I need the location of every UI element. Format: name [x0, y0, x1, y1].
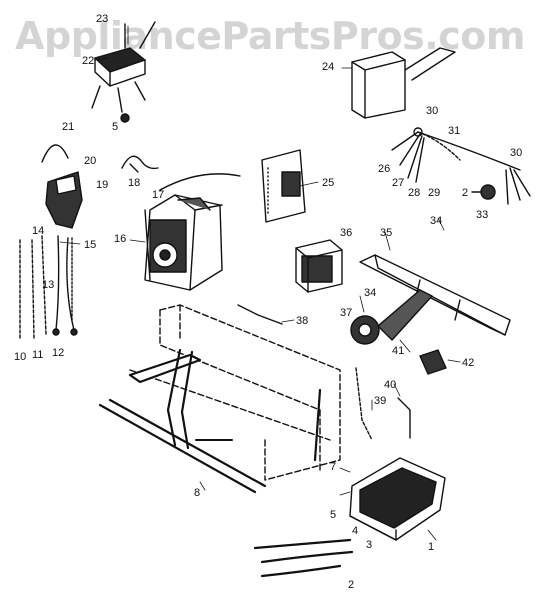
- label-4: 4: [352, 525, 358, 537]
- label-3: 3: [366, 539, 372, 551]
- cord-part: [237, 304, 283, 325]
- label-30a: 30: [426, 105, 438, 117]
- label-27: 27: [392, 177, 404, 189]
- connector-block-part: [45, 171, 83, 229]
- label-28: 28: [408, 187, 420, 199]
- label-13: 13: [42, 279, 54, 291]
- label-38: 38: [296, 315, 308, 327]
- label-17: 17: [152, 189, 164, 201]
- label-5b: 5: [330, 509, 336, 521]
- thermostat-part: [121, 155, 159, 173]
- label-18: 18: [128, 177, 140, 189]
- label-23: 23: [96, 13, 108, 25]
- label-40: 40: [384, 379, 396, 391]
- callout-labels: 23 22 5 21 20 19 18 17 16 14 15 13 10 11…: [14, 13, 522, 591]
- label-1: 1: [428, 541, 434, 553]
- label-24: 24: [322, 61, 334, 73]
- wire-harness-left: [19, 235, 78, 341]
- transformer-part: [295, 239, 343, 293]
- switch-part: [471, 184, 496, 200]
- label-37: 37: [340, 307, 352, 319]
- label-2b: 2: [462, 187, 468, 199]
- wire-40-part: [397, 397, 411, 439]
- callout-leaders: [59, 25, 461, 541]
- label-36: 36: [340, 227, 352, 239]
- base-frame-part: [98, 348, 322, 494]
- fan-motor-part: [350, 289, 433, 345]
- label-30b: 30: [510, 147, 522, 159]
- label-21: 21: [62, 121, 74, 133]
- label-19: 19: [96, 179, 108, 191]
- frame-part: [129, 304, 341, 481]
- wire-bundle-bottom: [253, 538, 354, 578]
- label-31: 31: [448, 125, 460, 137]
- label-35: 35: [380, 227, 392, 239]
- label-16: 16: [114, 233, 126, 245]
- mounting-rail-part: [359, 254, 511, 336]
- label-25: 25: [322, 177, 334, 189]
- capillary-tube-part: [159, 173, 241, 191]
- label-15: 15: [84, 239, 96, 251]
- label-34a: 34: [430, 215, 442, 227]
- clip-part: [41, 144, 69, 163]
- label-12: 12: [52, 347, 64, 359]
- label-10: 10: [14, 351, 26, 363]
- cover-part: [351, 47, 456, 119]
- label-41: 41: [392, 345, 404, 357]
- label-2: 2: [348, 579, 354, 591]
- label-14: 14: [32, 225, 44, 237]
- relay-switch-part: [91, 21, 156, 123]
- label-7: 7: [330, 461, 336, 473]
- control-board-part: [261, 149, 306, 223]
- label-20: 20: [84, 155, 96, 167]
- label-26: 26: [378, 163, 390, 175]
- wire-39-part: [355, 367, 373, 441]
- label-11: 11: [32, 349, 43, 361]
- motor-part: [144, 194, 223, 291]
- label-33: 33: [476, 209, 488, 221]
- label-39: 39: [374, 395, 386, 407]
- control-module-part: [349, 457, 446, 541]
- label-42: 42: [462, 357, 474, 369]
- label-34b: 34: [364, 287, 376, 299]
- label-29: 29: [428, 187, 440, 199]
- label-22: 22: [82, 55, 94, 67]
- label-8: 8: [194, 487, 200, 499]
- solenoid-part: [419, 349, 447, 375]
- wire-harness-right: [391, 127, 531, 205]
- label-5a: 5: [112, 121, 118, 133]
